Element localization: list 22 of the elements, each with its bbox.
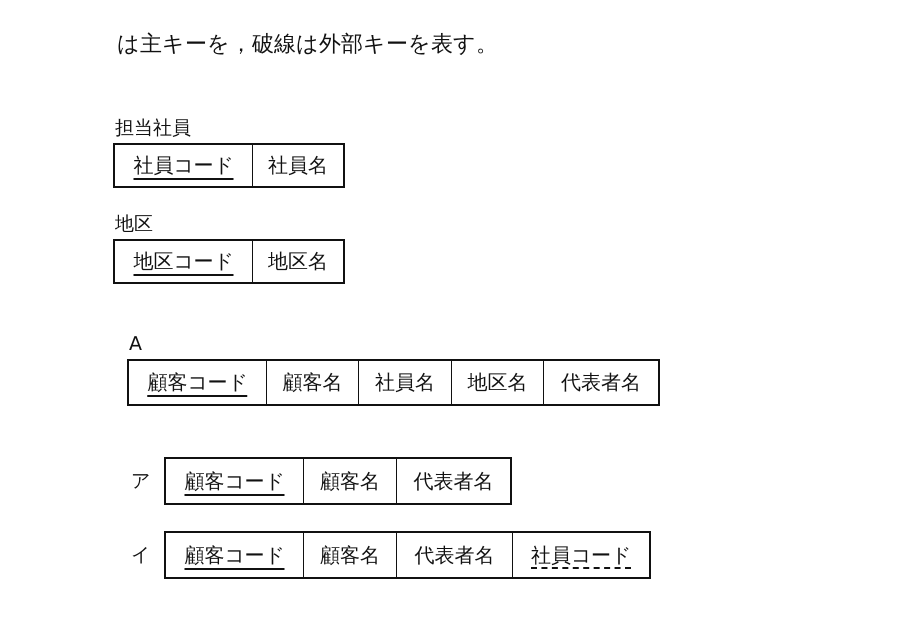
attribute-cell: 地区名 [252,241,343,282]
attribute-cell: 代表者名 [396,533,512,577]
option-label: ア [131,470,150,492]
attribute-cell: 顧客名 [303,533,396,577]
attribute-cell: 地区名 [451,361,543,404]
table-name: 担当社員 [115,117,191,139]
primary-key-cell: 顧客コード [166,533,303,577]
option-label: イ [131,544,150,566]
primary-key-cell: 地区コード [115,241,252,282]
foreign-key-cell: 社員コード [512,533,649,577]
attribute-cell: 社員名 [252,145,343,186]
attribute-cell: 代表者名 [543,361,658,404]
attribute-cell: 顧客名 [303,459,396,503]
primary-key-cell: 顧客コード [129,361,266,404]
note-text: は主キーを，破線は外部キーを表す。 [117,31,498,59]
attribute-cell: 代表者名 [396,459,510,503]
table-name: 地区 [115,213,153,235]
attribute-cell: 社員名 [358,361,451,404]
primary-key-cell: 顧客コード [166,459,303,503]
table-name: A [129,333,142,355]
attribute-cell: 顧客名 [266,361,358,404]
primary-key-cell: 社員コード [115,145,252,186]
